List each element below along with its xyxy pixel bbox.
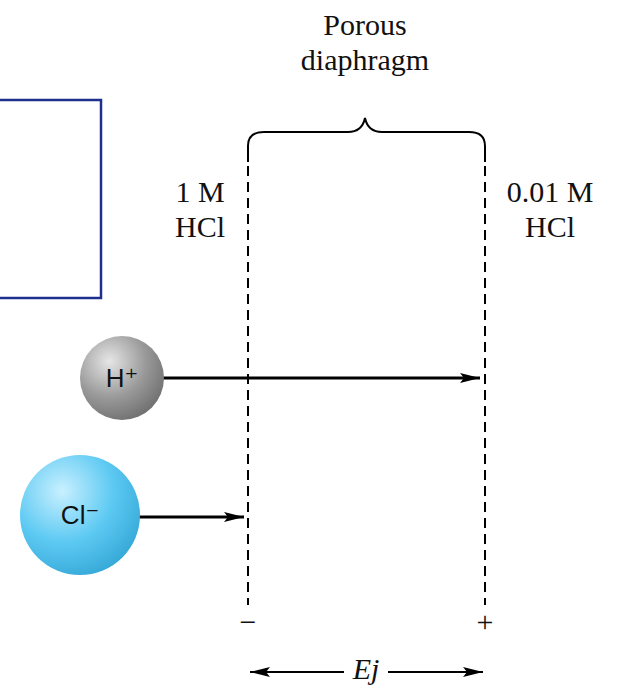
polarity-sign: + xyxy=(470,605,500,640)
migration-arrow xyxy=(150,377,480,380)
ion-sphere: H⁺ xyxy=(80,336,164,420)
potential-label: Ej xyxy=(344,652,388,687)
polarity-sign: − xyxy=(233,605,263,640)
migration-arrow xyxy=(135,516,244,519)
ion-symbol: H⁺ xyxy=(106,363,139,394)
ion-sphere: Cl⁻ xyxy=(20,455,140,575)
brace xyxy=(248,118,485,162)
diaphragm-boundary xyxy=(484,150,486,605)
part-label: Porous diaphragm xyxy=(265,8,465,77)
solution-label: 1 M HCl xyxy=(158,175,242,244)
frame-box xyxy=(0,100,101,298)
solution-label: 0.01 M HCl xyxy=(490,175,610,244)
ion-symbol: Cl⁻ xyxy=(61,500,99,531)
